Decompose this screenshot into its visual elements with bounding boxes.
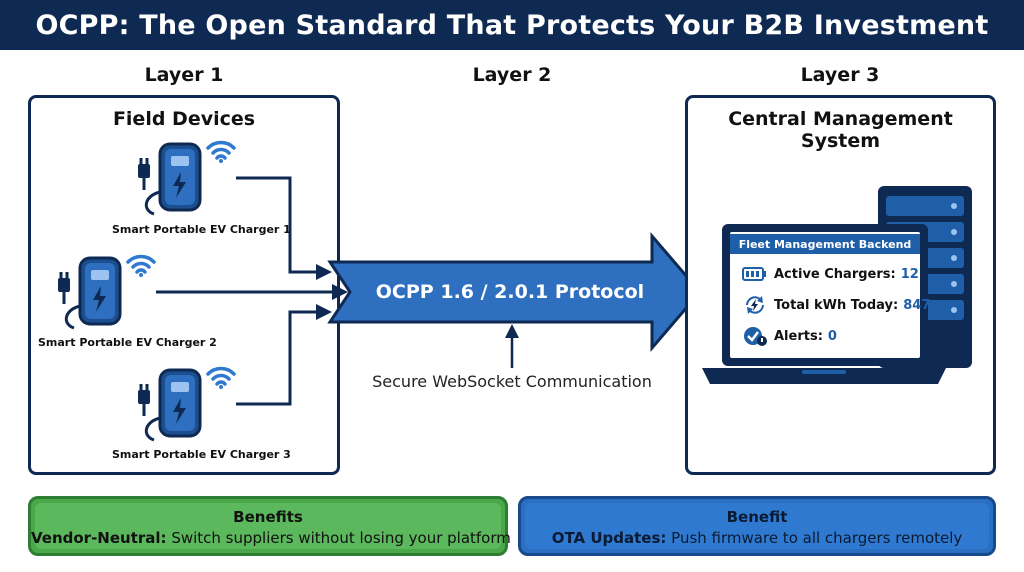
cms-title: Central Management System: [728, 108, 953, 152]
charger-3-label: Smart Portable EV Charger 3: [112, 448, 291, 461]
wifi-icon: [126, 254, 156, 277]
stat-total-kwh: Total kWh Today: 847: [742, 293, 930, 317]
benefit-vendor-neutral: Benefits Vendor-Neutral: Switch supplier…: [28, 496, 511, 556]
stat-active-chargers: Active Chargers: 12: [742, 262, 919, 286]
ev-charger-icon: [138, 142, 202, 216]
stat-label: Total kWh Today:: [774, 297, 899, 313]
transport-label: Secure WebSocket Communication: [372, 372, 652, 391]
ev-charger-icon: [58, 256, 122, 330]
layer-1-label: Layer 1: [144, 64, 224, 86]
protocol-label: OCPP 1.6 / 2.0.1 Protocol: [375, 281, 645, 303]
page-title: OCPP: The Open Standard That Protects Yo…: [0, 0, 1024, 50]
battery-icon: [742, 267, 766, 281]
layer-3-label: Layer 3: [800, 64, 880, 86]
charger-1-label: Smart Portable EV Charger 1: [112, 223, 291, 236]
wifi-icon: [206, 140, 236, 163]
protocol-arrow: [327, 231, 702, 353]
benefit-text: Vendor-Neutral: Switch suppliers without…: [31, 529, 511, 547]
stat-label: Active Chargers:: [774, 266, 896, 282]
stat-label: Alerts:: [774, 328, 823, 344]
check-shield-icon: [744, 327, 767, 346]
ev-charger-icon: [138, 368, 202, 442]
field-devices-title: Field Devices: [112, 108, 256, 130]
wifi-icon: [206, 366, 236, 389]
stat-alerts: Alerts: 0: [742, 324, 837, 348]
stat-value: 0: [827, 328, 837, 344]
charger-2-label: Smart Portable EV Charger 2: [38, 336, 217, 349]
stat-value: 847: [903, 297, 931, 313]
backend-title: Fleet Management Backend: [730, 234, 920, 254]
benefit-text: OTA Updates: Push firmware to all charge…: [551, 529, 963, 547]
benefit-heading: Benefit: [726, 508, 788, 526]
stat-value: 12: [900, 266, 919, 282]
benefit-ota-updates: Benefit OTA Updates: Push firmware to al…: [518, 496, 996, 556]
benefit-heading: Benefits: [233, 508, 303, 526]
laptop-base: [702, 368, 946, 384]
layer-2-label: Layer 2: [472, 64, 552, 86]
refresh-bolt-icon: [746, 296, 764, 314]
